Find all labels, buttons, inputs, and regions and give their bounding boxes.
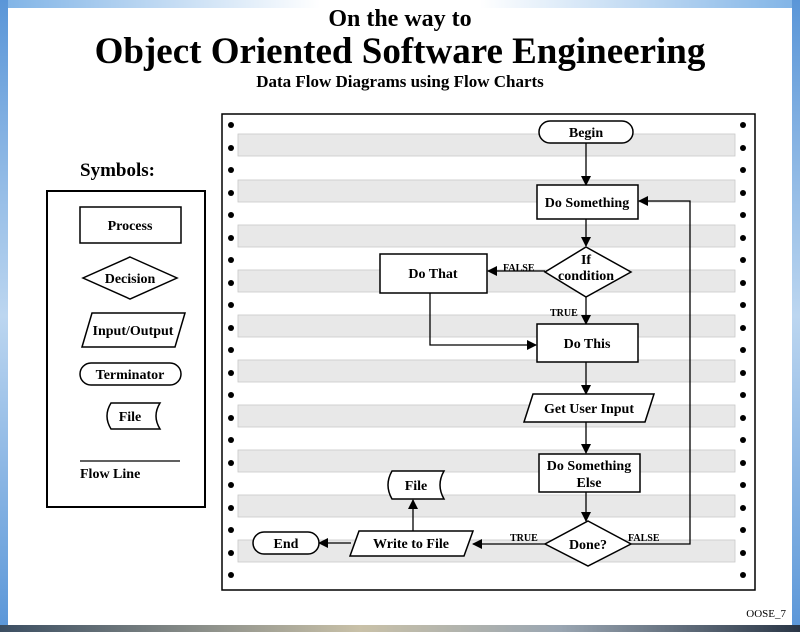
get-user-input-io: Get User Input bbox=[522, 393, 656, 423]
legend-terminator-symbol: Terminator bbox=[79, 362, 182, 386]
title-line-2: Object Oriented Software Engineering bbox=[94, 31, 706, 72]
do-something-label: Do Something bbox=[545, 196, 629, 211]
file-label: File bbox=[405, 479, 428, 494]
tractor-holes bbox=[228, 122, 746, 578]
do-something-else-process: Do Something Else bbox=[538, 453, 641, 493]
legend-input-output-symbol: Input/Output bbox=[80, 312, 187, 348]
bottom-border-decoration bbox=[0, 625, 800, 632]
right-border-decoration bbox=[792, 0, 800, 632]
false-label-done: FALSE bbox=[628, 533, 660, 544]
legend-flow-line-label: Flow Line bbox=[80, 467, 140, 482]
begin-label: Begin bbox=[569, 126, 603, 141]
end-label: End bbox=[274, 537, 299, 552]
legend-decision-symbol: Decision bbox=[81, 256, 179, 300]
begin-terminator: Begin bbox=[538, 120, 634, 144]
if-condition-decision: If condition bbox=[543, 246, 633, 298]
legend-flow-line-symbol: Flow Line bbox=[80, 460, 180, 482]
top-border-decoration bbox=[0, 0, 800, 8]
legend-process-symbol: Process bbox=[79, 206, 182, 244]
do-this-process: Do This bbox=[536, 323, 639, 363]
legend-file-label: File bbox=[119, 410, 142, 425]
do-that-label: Do That bbox=[408, 267, 457, 282]
true-label-done: TRUE bbox=[510, 533, 538, 544]
true-label-if: TRUE bbox=[550, 308, 578, 319]
end-terminator: End bbox=[252, 531, 320, 555]
legend-input-output-label: Input/Output bbox=[93, 324, 174, 339]
get-user-input-label: Get User Input bbox=[544, 402, 634, 417]
do-something-else-label-line1: Do Something bbox=[547, 459, 631, 474]
if-label-line1: If bbox=[581, 253, 591, 268]
title-line-1: On the way to bbox=[328, 6, 472, 32]
do-this-label: Do This bbox=[564, 337, 611, 352]
do-something-process: Do Something bbox=[536, 184, 639, 220]
left-border-decoration bbox=[0, 0, 8, 632]
done-label: Done? bbox=[569, 538, 607, 553]
false-label-if: FALSE bbox=[503, 263, 535, 274]
file-symbol: File bbox=[387, 470, 446, 500]
legend-heading: Symbols: bbox=[80, 160, 155, 181]
do-that-process: Do That bbox=[379, 253, 488, 294]
legend-terminator-label: Terminator bbox=[96, 368, 165, 383]
write-to-file-label: Write to File bbox=[373, 537, 449, 552]
legend-file-symbol: File bbox=[106, 402, 162, 430]
write-to-file-io: Write to File bbox=[348, 530, 475, 557]
flow-lines bbox=[318, 143, 691, 549]
slide-id: OOSE_7 bbox=[746, 608, 786, 620]
legend-process-label: Process bbox=[108, 219, 153, 234]
do-something-else-label-line2: Else bbox=[577, 476, 602, 491]
legend-decision-label: Decision bbox=[105, 272, 156, 287]
subtitle: Data Flow Diagrams using Flow Charts bbox=[256, 72, 544, 91]
if-label-line2: condition bbox=[558, 269, 614, 284]
done-decision: Done? bbox=[543, 520, 633, 567]
